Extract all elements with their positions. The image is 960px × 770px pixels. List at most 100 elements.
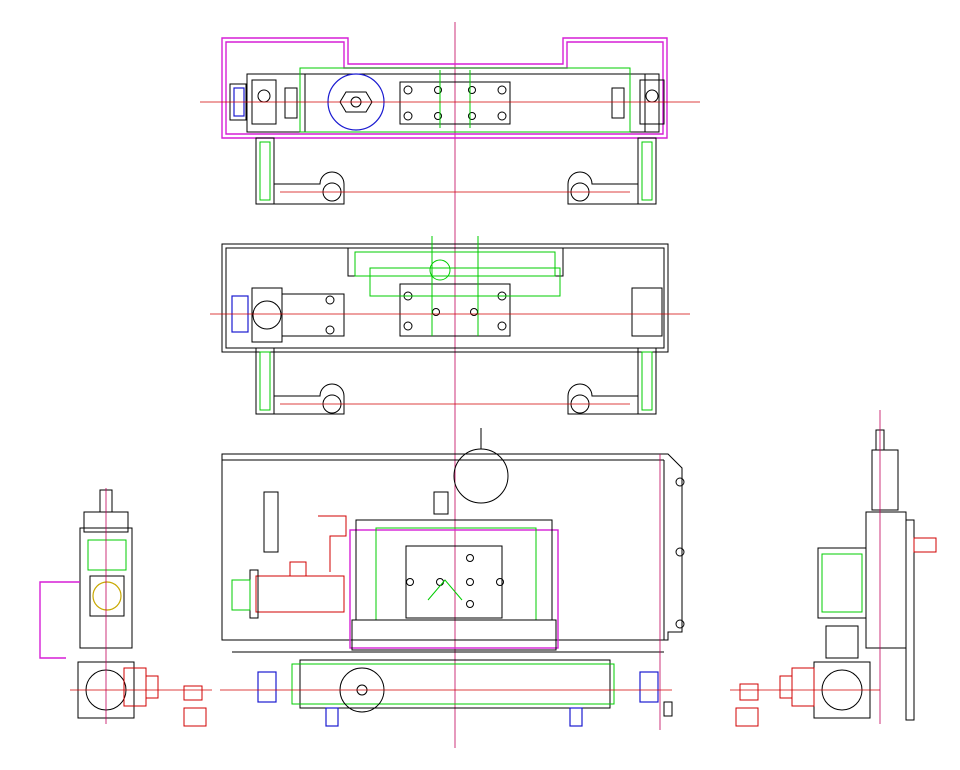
front-elevation: [220, 428, 685, 730]
front-gauge-bracket: [433, 491, 449, 515]
front-table-magenta: [349, 529, 559, 649]
upper-bolt-3: [497, 85, 507, 95]
lower-right-link-bar: [567, 383, 639, 415]
lower-bolt-4: [497, 321, 507, 331]
front-bearing-inner-left: [325, 707, 339, 727]
left-side-motor-face: [89, 575, 125, 617]
front-dial-gauge: [453, 448, 509, 504]
left-side-red-motor: [123, 667, 147, 707]
left-side-guide-block: [87, 539, 127, 571]
front-frame-bolt-1: [675, 477, 685, 487]
top-view-lower: [210, 236, 690, 415]
front-motor-cable: [318, 515, 347, 572]
front-bearing-right: [639, 671, 659, 703]
upper-base-plate: [246, 73, 660, 133]
front-table-plate: [405, 545, 503, 619]
lower-left-hanger-guide: [259, 351, 271, 411]
lower-motor-bolt-1: [325, 295, 335, 305]
lower-frame-inner: [225, 247, 665, 349]
left-side-view: [39, 488, 212, 727]
upper-bolt-8: [468, 112, 476, 120]
left-side-cable: [39, 581, 80, 659]
upper-bolt-2: [403, 111, 413, 121]
upper-left-hanger: [255, 137, 275, 205]
front-frame-bolt-3: [675, 619, 685, 629]
lower-green-wheel: [429, 259, 451, 281]
upper-bolt-7: [468, 86, 476, 94]
upper-frame-inner: [225, 41, 664, 135]
upper-bolt-1: [403, 85, 413, 95]
upper-bolt-4: [497, 111, 507, 121]
front-table-cross: [427, 579, 463, 601]
front-outer-frame: [221, 453, 683, 641]
right-side-column: [865, 511, 907, 649]
lower-slot-guide: [354, 251, 556, 277]
upper-bolt-6: [434, 112, 442, 120]
left-side-red-fitting: [183, 685, 203, 701]
upper-left-link-bar: [273, 171, 345, 205]
lower-bolt-6: [470, 308, 478, 316]
upper-right-hanger: [637, 137, 657, 205]
lower-green-carriage: [369, 267, 561, 297]
lower-bolt-5: [432, 308, 440, 316]
front-frame-bolt-2: [675, 547, 685, 557]
left-side-motor-shaft: [92, 581, 122, 611]
left-side-red-valve: [183, 707, 207, 727]
upper-left-clamp: [284, 87, 298, 119]
upper-right-roller: [645, 89, 659, 103]
left-side-red-cap: [145, 675, 159, 699]
top-view-upper: [200, 37, 700, 205]
front-motor-flange: [249, 569, 259, 619]
front-lower-beam: [299, 659, 611, 709]
front-table-bolt-3: [466, 600, 474, 608]
front-table-bolt-5: [406, 578, 414, 586]
right-side-bracket: [825, 625, 859, 659]
upper-left-hanger-guide: [259, 141, 271, 201]
upper-right-link-bar: [567, 171, 639, 205]
upper-right-hanger-guide: [641, 141, 653, 201]
right-side-red-valve: [735, 707, 759, 727]
upper-carriage-body: [304, 73, 646, 133]
front-motor-terminal: [289, 561, 307, 577]
upper-frame-outline: [221, 37, 668, 139]
right-side-upper-block: [871, 449, 899, 511]
lower-left-hanger: [255, 347, 275, 415]
front-slide-base: [351, 619, 557, 651]
right-side-body: [817, 547, 867, 619]
front-bearing-inner-right: [569, 707, 583, 727]
right-side-back-plate: [905, 519, 915, 721]
front-table-body: [355, 519, 553, 621]
lower-motor-body: [281, 293, 345, 337]
lower-left-link-bar: [273, 383, 345, 415]
lower-right-end-block: [631, 287, 663, 337]
front-end-marker: [663, 701, 673, 717]
lower-motor-flange: [251, 287, 283, 343]
lower-right-hanger: [637, 347, 657, 415]
lower-right-hanger-guide: [641, 351, 653, 411]
lower-bolt-2: [403, 321, 413, 331]
front-lower-beam-guide: [291, 663, 615, 705]
lower-motor-face: [252, 300, 282, 330]
upper-left-roller: [257, 89, 271, 103]
right-side-red-fitting: [739, 683, 759, 701]
right-side-red-cap: [779, 675, 793, 699]
front-motor-coupling: [231, 579, 251, 611]
front-table-bolt-1: [436, 578, 444, 586]
front-table-bolt-4: [466, 554, 474, 562]
front-motor-body: [255, 575, 345, 613]
front-table-green: [375, 527, 537, 621]
front-bearing-left: [257, 671, 277, 703]
lower-mount-plate: [399, 283, 511, 337]
upper-green-guide: [299, 67, 631, 133]
front-table-bolt-6: [496, 578, 504, 586]
right-side-view: [730, 410, 937, 727]
right-side-body-guide: [821, 553, 863, 613]
upper-mount-plate: [399, 81, 511, 125]
upper-bolt-5: [434, 86, 442, 94]
front-table-bolt-2: [466, 578, 474, 586]
lower-motor-bolt-2: [325, 325, 335, 335]
right-side-red-connector: [913, 537, 937, 553]
front-left-upright: [263, 491, 279, 553]
